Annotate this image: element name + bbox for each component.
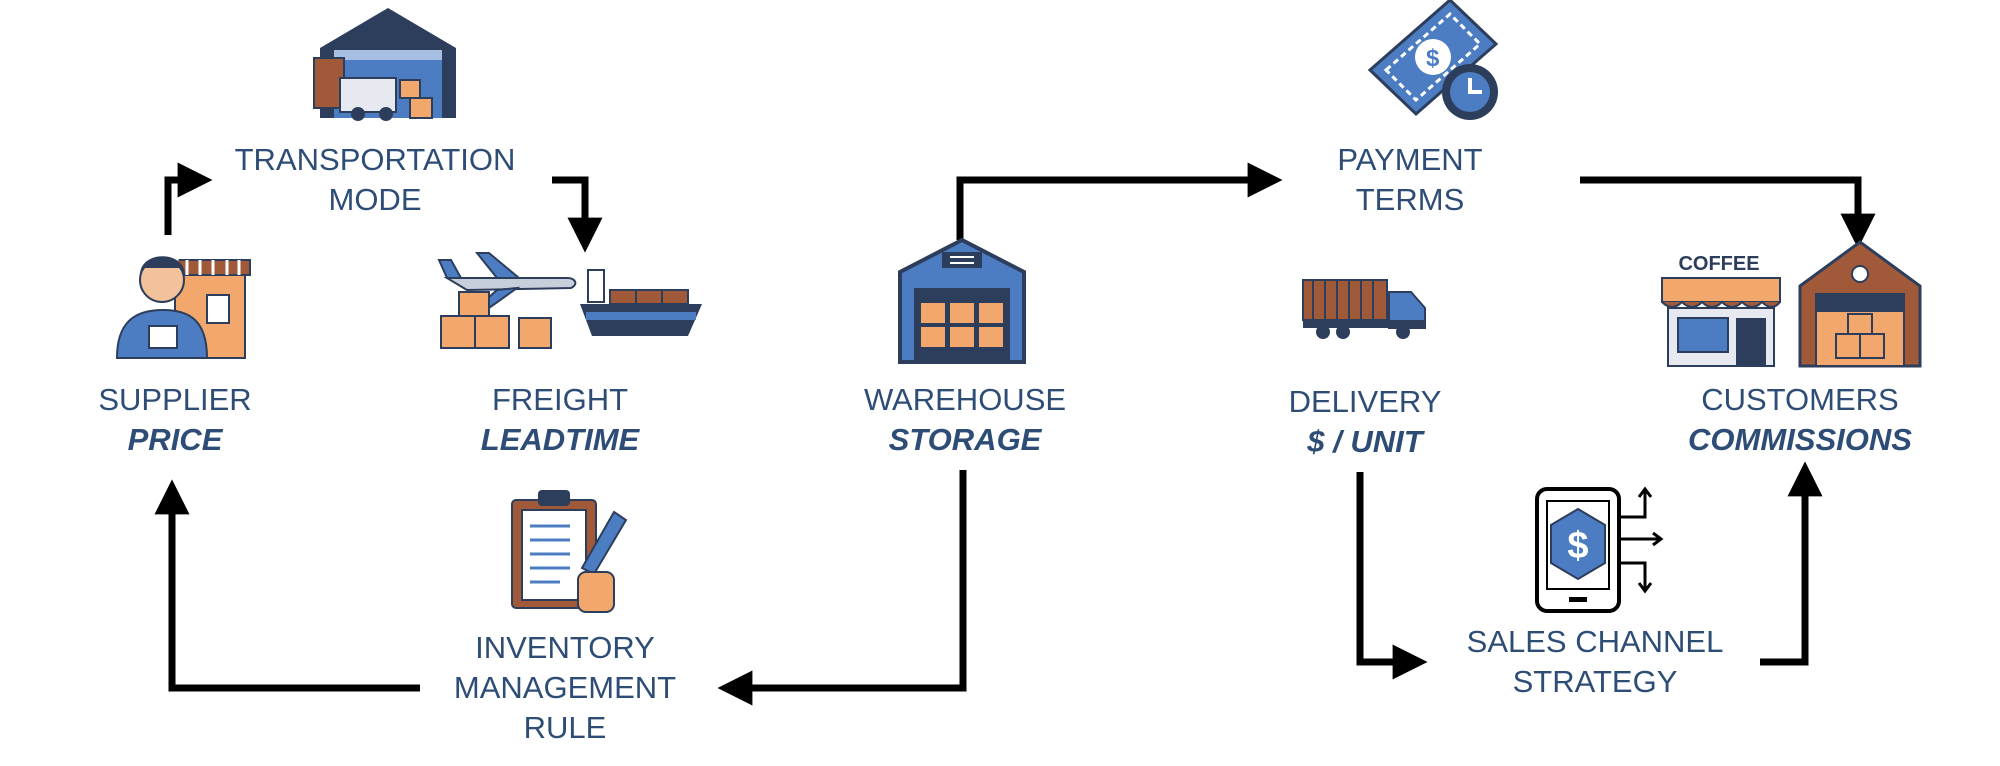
money-clock-icon: $	[1367, 0, 1499, 120]
freight-line2: LEADTIME	[480, 422, 640, 457]
inventory-management-rule-label: INVENTORY MANAGEMENT RULE	[420, 628, 710, 748]
delivery-line1: DELIVERY	[1288, 384, 1442, 419]
customer-warehouse-icon	[1798, 240, 1922, 368]
clipboard-checklist-icon	[511, 490, 628, 613]
customers-commissions-label: CUSTOMERS COMMISSIONS	[1660, 380, 1940, 460]
sales-line2: STRATEGY	[1512, 664, 1678, 699]
supplier-price-label: SUPPLIER PRICE	[60, 380, 290, 460]
inventory-line2: MANAGEMENT	[453, 670, 677, 705]
sales-channel-strategy-label: SALES CHANNEL STRATEGY	[1440, 622, 1750, 702]
coffee-sign-text: COFFEE	[1678, 253, 1759, 275]
warehouse-line1: WAREHOUSE	[863, 382, 1067, 417]
coffee-shop-icon: COFFEE	[1661, 252, 1781, 367]
freight-leadtime-label: FREIGHT LEADTIME	[440, 380, 680, 460]
cargo-ship-icon	[580, 269, 702, 336]
arrow-supplier-to-transportation	[164, 162, 213, 235]
arrow-warehouse-to-inventory	[717, 470, 967, 706]
arrow-payment-to-customers	[1580, 176, 1876, 249]
supplier-person-icon	[115, 256, 251, 359]
supplier-line2: PRICE	[127, 422, 223, 457]
delivery-line2: $ / UNIT	[1307, 424, 1423, 459]
dollar-sign-icon: $	[1426, 45, 1440, 72]
airplane-boxes-icon	[437, 252, 577, 349]
freight-line1: FREIGHT	[491, 382, 629, 417]
sales-line1: SALES CHANNEL	[1466, 624, 1724, 659]
inventory-line1: INVENTORY	[475, 630, 655, 665]
warehouse-line2: STORAGE	[888, 422, 1042, 457]
arrow-transportation-to-freight	[552, 176, 603, 253]
arrow-inventory-to-supplier	[154, 479, 420, 692]
payment-terms-label: PAYMENT TERMS	[1295, 140, 1525, 220]
payment-line1: PAYMENT	[1337, 142, 1483, 177]
warehouse-truck-icon	[313, 8, 456, 121]
payment-line2: TERMS	[1355, 182, 1465, 217]
transportation-line2: MODE	[328, 182, 422, 217]
mobile-dollar-icon: $	[1567, 525, 1588, 567]
customers-line2: COMMISSIONS	[1688, 422, 1912, 457]
arrow-delivery-to-sales	[1356, 472, 1428, 680]
arrow-sales-to-customers	[1760, 461, 1823, 666]
transportation-mode-label: TRANSPORTATION MODE	[225, 140, 525, 220]
warehouse-storage-icon	[898, 237, 1026, 364]
delivery-truck-icon	[1302, 279, 1426, 339]
inventory-line3: RULE	[523, 710, 607, 745]
supplier-line1: SUPPLIER	[98, 382, 252, 417]
customers-line1: CUSTOMERS	[1701, 382, 1899, 417]
mobile-payment-icon: $	[1535, 486, 1664, 613]
transportation-line1: TRANSPORTATION	[234, 142, 516, 177]
delivery-per-unit-label: DELIVERY $ / UNIT	[1250, 382, 1480, 462]
warehouse-storage-label: WAREHOUSE STORAGE	[840, 380, 1090, 460]
arrow-warehouse-to-payment	[956, 162, 1283, 240]
